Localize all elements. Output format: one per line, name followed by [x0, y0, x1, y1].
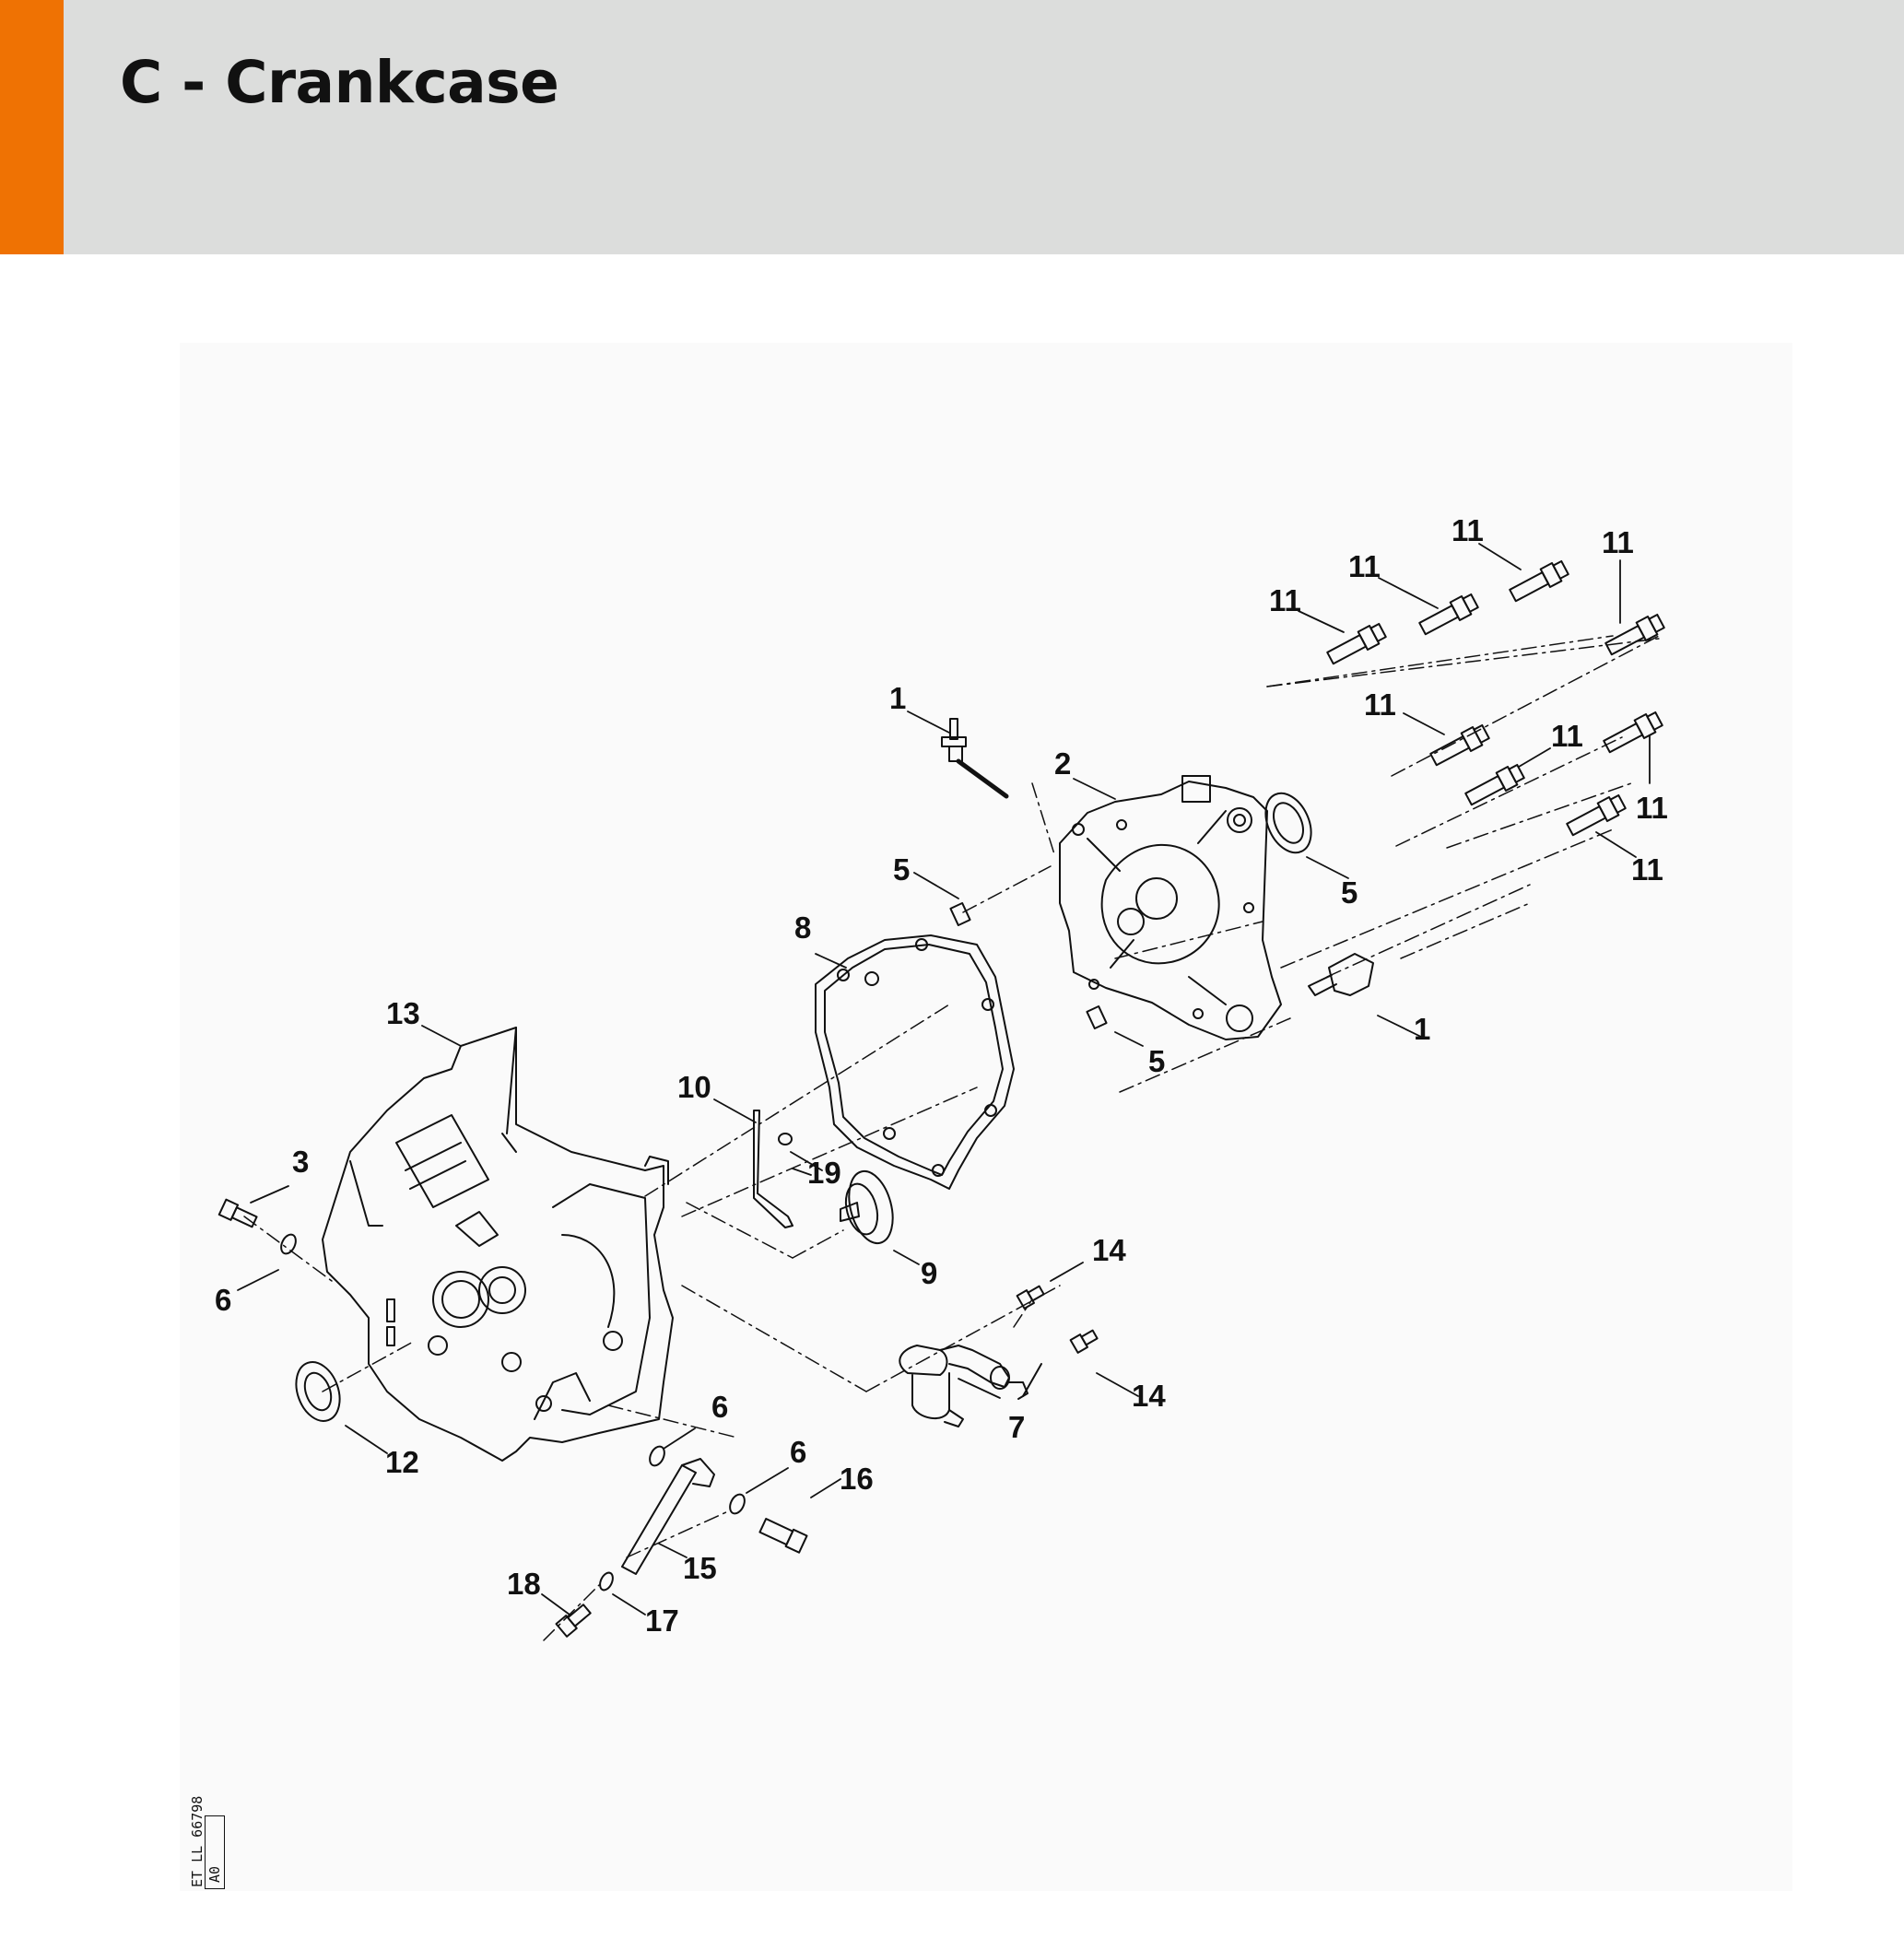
callout-7: 7	[1008, 1410, 1025, 1444]
header-accent-bar	[0, 0, 64, 254]
callout-5-bottom: 5	[1148, 1044, 1165, 1078]
crankcase-main-block	[322, 1027, 674, 1462]
callout-14-bottom: 14	[1132, 1379, 1166, 1413]
oil-filler-cap	[1308, 953, 1374, 996]
crankcase-cover	[1059, 775, 1282, 1040]
callout-11-g: 11	[1636, 791, 1668, 825]
oil-seal-lower	[295, 1361, 341, 1422]
callout-15: 15	[683, 1551, 717, 1585]
callout-3: 3	[292, 1145, 309, 1179]
oil-drain-tube	[621, 1458, 715, 1575]
callout-11-d: 11	[1269, 583, 1301, 617]
callout-14-top: 14	[1092, 1233, 1126, 1267]
callout-11-c: 11	[1348, 549, 1381, 583]
small-washer	[599, 1571, 614, 1592]
callout-2: 2	[1054, 746, 1071, 781]
part-callouts: 11 11 11 11 11 11 11 11 1 2 5 5 8 1 5 13…	[215, 513, 1668, 1638]
page-header: C - Crankcase	[0, 0, 1904, 254]
drain-plug-bolt	[555, 1603, 592, 1638]
oil-seal-upper	[1264, 792, 1312, 854]
callout-5-top: 5	[893, 852, 910, 887]
callout-1-top: 1	[889, 681, 906, 715]
callout-11-e: 11	[1364, 687, 1396, 722]
callout-1-right: 1	[1414, 1012, 1430, 1046]
cover-gasket	[815, 934, 1015, 1190]
retaining-ring	[778, 1133, 793, 1145]
page-title: C - Crankcase	[120, 49, 559, 116]
callout-13: 13	[386, 996, 420, 1030]
oil-level-sensor	[899, 1345, 1042, 1427]
sealing-washers	[280, 1233, 746, 1515]
callout-9: 9	[921, 1256, 937, 1290]
callout-6-right: 6	[790, 1435, 806, 1469]
drain-bolt-left	[217, 1198, 258, 1228]
revision-text: A0	[206, 1865, 223, 1883]
callout-leader-lines	[237, 543, 1651, 1615]
callout-6-mid: 6	[711, 1390, 728, 1424]
oil-dipstick-top	[941, 718, 1009, 799]
callout-11-h: 11	[1631, 852, 1663, 887]
governor-gear	[840, 1169, 894, 1245]
callout-11-a: 11	[1452, 513, 1484, 547]
banjo-bolt	[758, 1518, 808, 1554]
callout-11-f: 11	[1551, 719, 1583, 753]
callout-16: 16	[840, 1462, 874, 1496]
reference-code-text: ET_LL_66798	[189, 1795, 206, 1887]
assembly-axis-lines	[243, 635, 1660, 1641]
governor-lever	[753, 1110, 793, 1228]
callout-8: 8	[794, 910, 811, 945]
callout-12: 12	[385, 1445, 419, 1479]
dowel-pins	[949, 901, 1108, 1030]
flange-bolts	[1326, 559, 1665, 837]
callout-6-left: 6	[215, 1283, 231, 1317]
callout-10: 10	[677, 1070, 711, 1104]
callout-18: 18	[507, 1567, 541, 1601]
revision-box: A0	[205, 1815, 225, 1889]
sensor-screws	[1016, 1285, 1099, 1354]
callout-17: 17	[645, 1603, 679, 1638]
callout-11-b: 11	[1602, 525, 1634, 559]
callout-19: 19	[807, 1156, 841, 1190]
callout-4: 5	[1341, 875, 1357, 910]
